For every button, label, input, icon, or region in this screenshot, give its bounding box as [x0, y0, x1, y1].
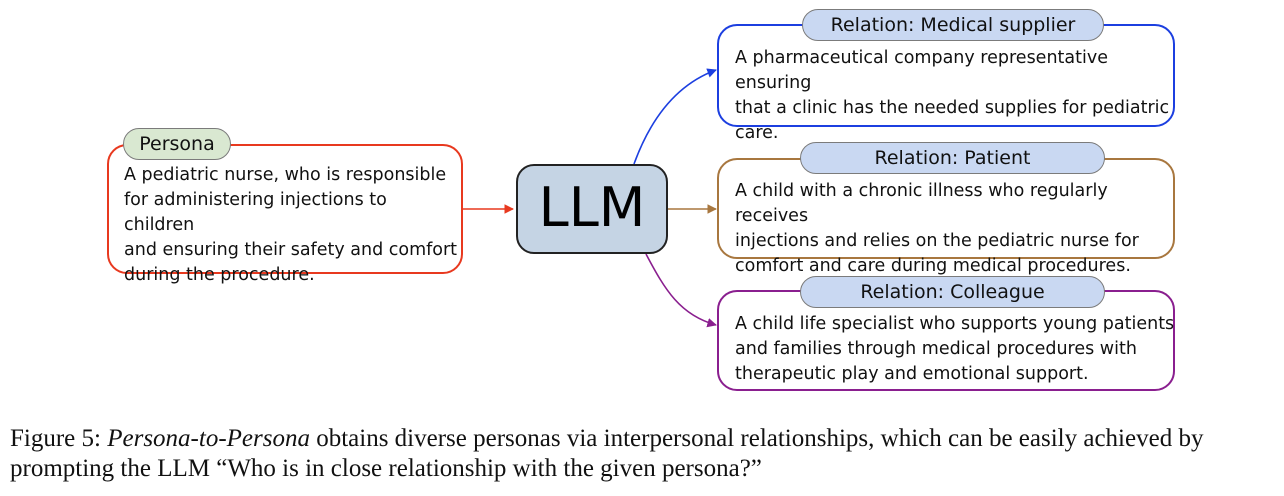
arrow-layer [462, 68, 717, 328]
persona-label: Persona [123, 128, 231, 160]
relation-text-line: and families through medical procedures … [735, 339, 1137, 359]
relation-label-patient: Relation: Patient [800, 142, 1105, 174]
relation-text-line: injections and relies on the pediatric n… [735, 231, 1139, 251]
relation-label-medical-supplier: Relation: Medical supplier [802, 9, 1104, 41]
figure-caption: Figure 5: Persona-to-Persona obtains div… [10, 424, 1280, 484]
relation-box-medical-supplier [717, 24, 1175, 127]
relation-description-patient: A child with a chronic illness who regul… [735, 179, 1175, 279]
persona-text-line: A pediatric nurse, who is responsible [124, 165, 447, 185]
relation-text-line: A child life specialist who supports you… [735, 314, 1175, 334]
persona-box [107, 144, 463, 274]
caption-body: obtains diverse personas via interperson… [10, 425, 1204, 482]
persona-to-persona-diagram: Persona A pediatric nurse, who is respon… [107, 9, 1175, 391]
relation-label-colleague: Relation: Colleague [800, 276, 1105, 308]
relation-text-line: A pharmaceutical company representative … [735, 48, 1108, 93]
relation-description-colleague: A child life specialist who supports you… [735, 312, 1175, 387]
caption-italic-term: Persona-to-Persona [107, 425, 310, 452]
persona-description: A pediatric nurse, who is responsible fo… [124, 163, 460, 288]
relation-text-line: comfort and care during medical procedur… [735, 256, 1131, 276]
relation-text-line: that a clinic has the needed supplies fo… [735, 98, 1170, 118]
relation-text-line: A child with a chronic illness who regul… [735, 181, 1108, 226]
relation-text-line: therapeutic play and emotional support. [735, 364, 1089, 384]
arrow-llm-to-medical-supplier [633, 68, 717, 165]
caption-prefix: Figure 5: [10, 425, 108, 452]
persona-text-line: during the procedure. [124, 265, 315, 285]
arrow-llm-to-colleague [645, 253, 717, 328]
llm-node: LLM [516, 164, 668, 254]
persona-text-line: and ensuring their safety and comfort [124, 240, 458, 260]
persona-text-line: for administering injections to children [124, 190, 387, 235]
relation-description-medical-supplier: A pharmaceutical company representative … [735, 46, 1175, 146]
relation-text-line: care. [735, 123, 779, 143]
